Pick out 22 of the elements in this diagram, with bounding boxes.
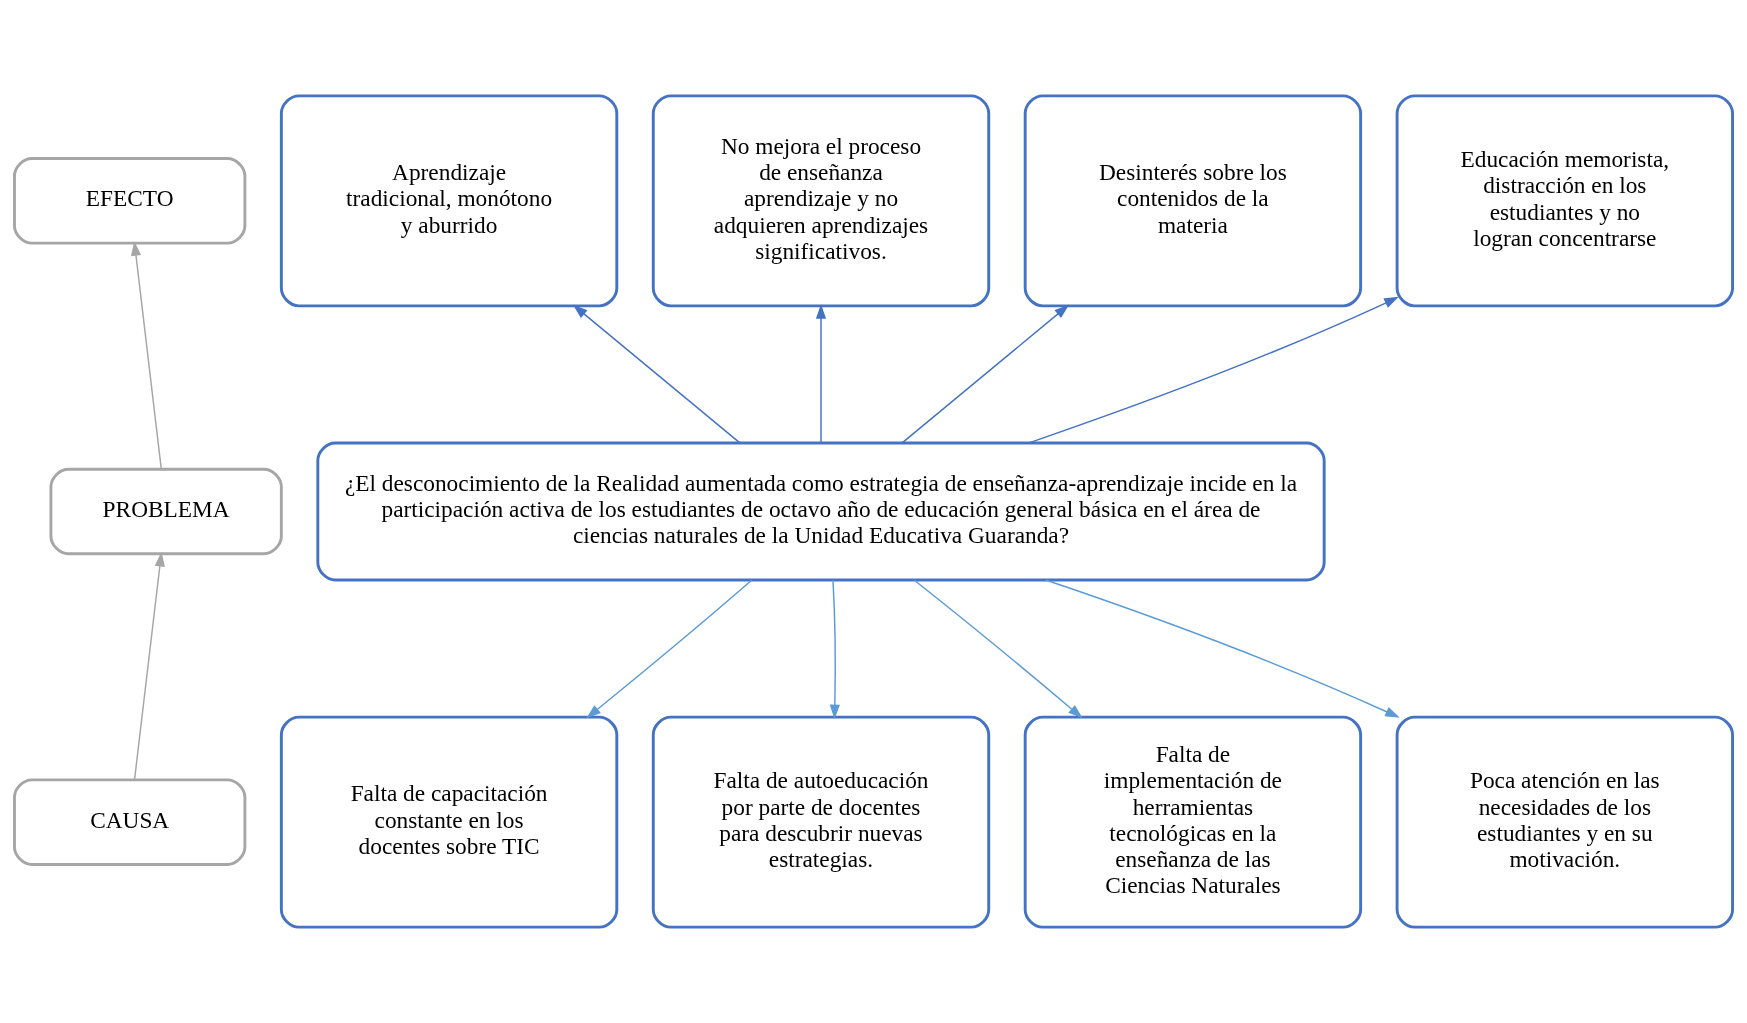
node-box: Falta de implementación de herramientas tecnológicas en la enseñanza de las Ciencias Naturales <box>1023 715 1363 929</box>
node-box: Poca atención en las necesidades de los estudiantes y en su motivación. <box>1395 715 1734 929</box>
arrow <box>133 551 165 781</box>
arrow <box>829 579 840 720</box>
arrow <box>1045 579 1400 718</box>
node-box: ¿El desconocimiento de la Realidad aumentada como estrategia de enseñanza-aprendizaje incide en la participación activa de los estudiantes de octavo año de educación general básica en el área de ciencias naturales de la Unidad Educativa Guaranda? <box>316 441 1326 582</box>
node-box: Falta de capacitación constante en los docentes sobre TIC <box>279 715 619 929</box>
node-box: PROBLEMA <box>49 467 283 556</box>
node-box: Educación memorista, distracción en los estudiantes y no logran concentrarse <box>1395 94 1734 308</box>
arrow <box>901 304 1069 444</box>
arrow <box>586 579 753 719</box>
arrow <box>815 304 827 444</box>
arrow <box>573 304 741 444</box>
arrow <box>913 579 1083 719</box>
node-box: Desinterés sobre los contenidos de la materia <box>1023 94 1363 308</box>
node-box: EFECTO <box>13 157 247 245</box>
arrow <box>130 241 163 470</box>
node-box: No mejora el proceso de enseñanza aprendizaje y no adquieren aprendizajes significativos. <box>651 94 991 308</box>
node-box: CAUSA <box>13 778 247 866</box>
arrow <box>1028 296 1399 444</box>
node-box: Aprendizaje tradicional, monótono y aburrido <box>279 94 619 308</box>
node-box: Falta de autoeducación por parte de docentes para descubrir nuevas estrategias. <box>651 715 991 929</box>
